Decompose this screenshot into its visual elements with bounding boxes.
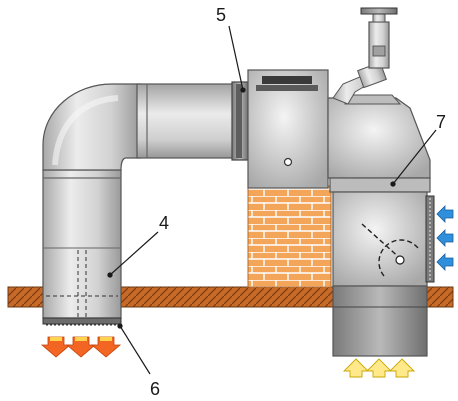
horizontal-duct: [136, 81, 249, 161]
warm-air-arrow-icon: [40, 336, 122, 358]
housing-bolt: [283, 157, 293, 167]
intake-housing: [329, 177, 435, 287]
callout-6: 6: [150, 379, 160, 399]
callout-7: 7: [436, 112, 446, 132]
brick-base: [247, 185, 332, 288]
duct-elbow: [42, 83, 141, 171]
leader-5: [228, 25, 246, 93]
callout-4: 4: [159, 213, 169, 233]
fan-housing: [247, 69, 329, 189]
incoming-air-arrow-icon: [342, 358, 416, 378]
flue-pipe: [332, 7, 398, 105]
cold-air-arrow-icon: [436, 205, 454, 271]
leader-7: [390, 129, 437, 187]
damper-icon: [361, 223, 419, 277]
leader-6: [117, 323, 151, 375]
leader-4: [107, 231, 159, 278]
burner-block: [327, 94, 431, 179]
callout-5: 5: [216, 5, 226, 25]
supply-pipe: [42, 169, 122, 326]
intake-pipe: [332, 285, 428, 357]
rain-cap-icon: [360, 7, 398, 15]
